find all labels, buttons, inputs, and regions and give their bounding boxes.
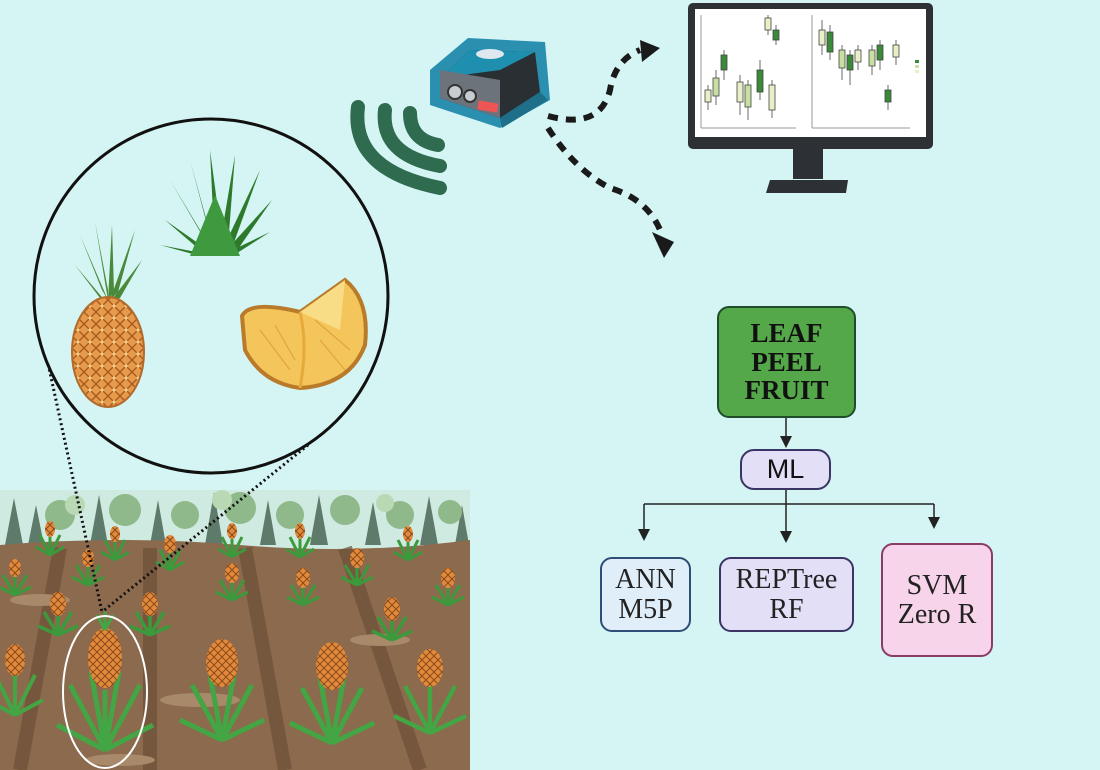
wireless-signal-icon	[350, 100, 447, 195]
pineapple-field-icon	[0, 490, 470, 770]
dashed-arrows	[545, 47, 665, 237]
model-box-ann-m5p: ANN M5P	[600, 557, 691, 632]
pineapple-slice-icon	[239, 277, 368, 391]
pineapple-crown-icon	[160, 150, 272, 256]
tree-line	[0, 490, 470, 550]
highlighted-plant	[55, 612, 155, 753]
arrow-heads	[640, 40, 674, 258]
pineapple-icon	[71, 222, 145, 408]
ml-label: ML	[766, 454, 805, 485]
model-box-reptree-rf: REPTree RF	[719, 557, 854, 632]
model-label-svm-zeror: SVM Zero R	[897, 569, 977, 630]
zoom-circle	[32, 117, 390, 475]
ml-box: ML	[740, 449, 831, 490]
tissue-types-label: LEAF PEEL FRUIT	[744, 318, 829, 406]
model-box-svm-zeror: SVM Zero R	[881, 543, 993, 657]
flow-connectors	[638, 418, 940, 543]
highlight-ellipse	[62, 615, 148, 769]
tissue-types-box: LEAF PEEL FRUIT	[717, 306, 856, 418]
model-label-ann-m5p: ANN M5P	[615, 564, 676, 625]
spectrometer-icon	[430, 38, 550, 128]
zoom-lines	[42, 344, 309, 614]
monitor-icon	[688, 3, 933, 193]
boxplot-chart-icon	[700, 15, 919, 129]
model-label-reptree-rf: REPTree RF	[735, 564, 838, 625]
